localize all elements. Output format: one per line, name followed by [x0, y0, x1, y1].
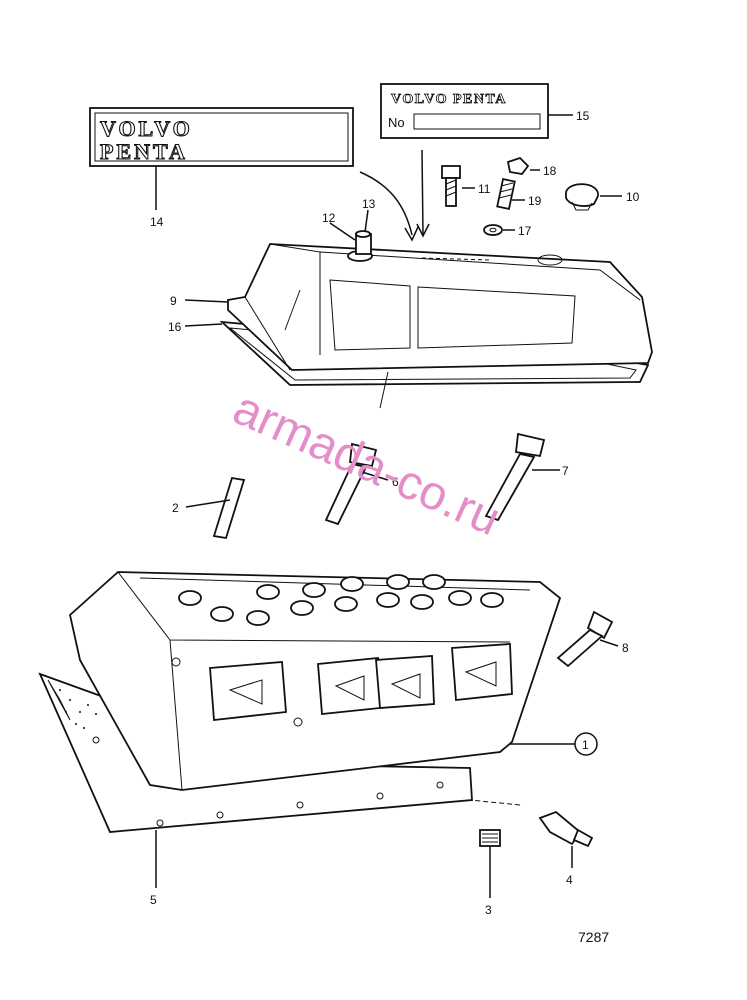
temperature-sender	[469, 799, 594, 848]
callout-5: 5	[150, 893, 157, 907]
callout-14: 14	[150, 215, 164, 229]
head-bolt-long	[484, 432, 546, 522]
plug	[479, 829, 501, 847]
callout-17: 17	[518, 224, 532, 238]
callout-13: 13	[362, 197, 376, 211]
oil-filler-cap	[565, 183, 599, 211]
callout-15: 15	[576, 109, 590, 123]
callout-9: 9	[170, 294, 177, 308]
callout-11: 11	[478, 182, 491, 196]
valve-cover	[227, 243, 653, 371]
callout-8: 8	[622, 641, 629, 655]
nameplate-line2: PENTA	[100, 139, 188, 164]
callout-6: 6	[392, 475, 399, 489]
callout-4: 4	[566, 873, 573, 887]
label-tag-field-label: No	[388, 115, 405, 130]
stud	[212, 476, 246, 540]
volvo-penta-nameplate: VOLVO PENTA	[89, 107, 354, 167]
callout-18: 18	[543, 164, 557, 178]
callout-1: 1	[582, 738, 589, 752]
leader-lines	[155, 114, 622, 898]
head-bolt-short	[324, 442, 378, 526]
callout-7: 7	[562, 464, 569, 478]
valve-bores	[178, 574, 504, 626]
callout-16: 16	[168, 320, 182, 334]
watermark: armada-co.ru	[226, 382, 508, 547]
cover-bolt	[441, 165, 461, 207]
callout-1-ring	[574, 732, 598, 756]
breather-grommet	[347, 230, 373, 262]
cylinder-head	[69, 571, 562, 791]
figure-number: 7287	[578, 929, 609, 945]
label-tag: VOLVO PENTA No	[380, 83, 549, 139]
callout-19: 19	[528, 194, 542, 208]
callout-2: 2	[172, 501, 179, 515]
exhaust-ports	[209, 643, 513, 721]
cover-nut-stud-washer	[483, 156, 530, 236]
callout-10: 10	[626, 190, 640, 204]
head-bolt-side	[556, 610, 614, 668]
label-tag-brand: VOLVO PENTA	[391, 92, 507, 107]
label-tag-number-field	[413, 113, 541, 130]
callouts: 1 2 3 4 5 6 7 8 9 10 11 12 13 14 15 16 1…	[150, 109, 640, 917]
assembly-arrows	[359, 149, 430, 242]
callout-12: 12	[322, 211, 336, 225]
nameplate-line1: VOLVO	[100, 116, 193, 141]
callout-3: 3	[485, 903, 492, 917]
